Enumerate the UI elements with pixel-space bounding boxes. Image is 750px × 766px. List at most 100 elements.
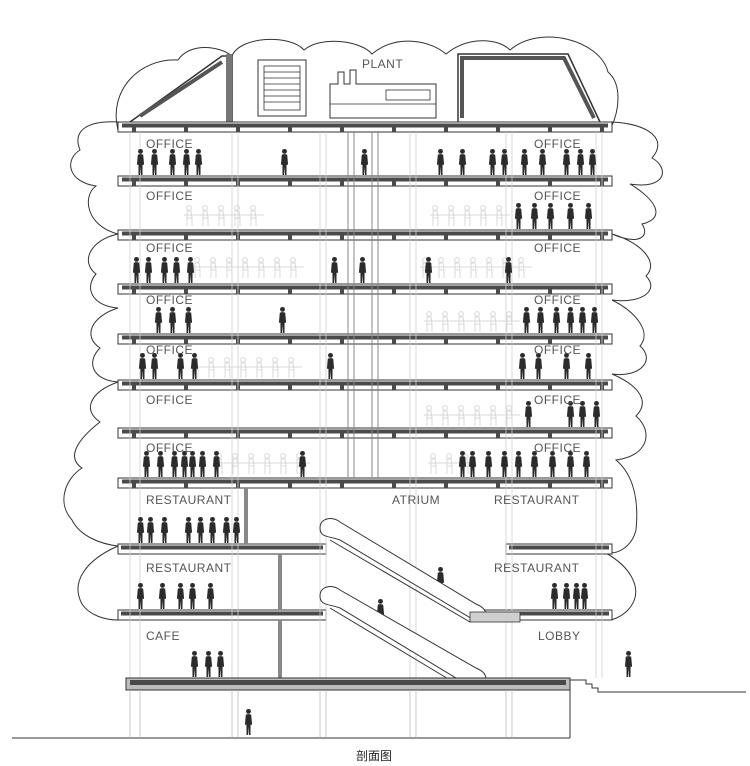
person-figure — [584, 352, 593, 380]
person-figure — [136, 148, 145, 176]
person-figure — [206, 582, 215, 610]
person-figure — [244, 708, 253, 736]
office-label: OFFICE — [534, 241, 581, 255]
person-figure — [500, 450, 509, 478]
person-figure — [168, 148, 177, 176]
office-label: OFFICE — [534, 343, 581, 357]
person-figure — [518, 352, 527, 380]
person-figure — [552, 306, 561, 334]
ground-level — [12, 677, 746, 739]
desk-figure — [494, 205, 510, 227]
desk-figure — [488, 405, 504, 427]
person-figure — [184, 306, 193, 334]
person-figure — [592, 400, 601, 428]
person-figure — [222, 516, 231, 544]
person-figure — [578, 306, 587, 334]
desk-figure — [238, 357, 254, 379]
person-figure — [484, 450, 493, 478]
person-figure — [182, 148, 191, 176]
person-figure — [190, 650, 199, 678]
person-figure — [150, 148, 159, 176]
desk-figure — [484, 257, 500, 279]
person-figure — [160, 516, 169, 544]
restaurant-label-upper-right: RESTAURANT — [494, 493, 580, 507]
desk-figure — [262, 453, 278, 475]
person-figure — [530, 202, 539, 230]
drawing-caption: 剖面图 — [356, 749, 392, 763]
person-figure — [524, 400, 533, 428]
desk-figure — [208, 257, 224, 279]
office-labels: OFFICE OFFICE OFFICE OFFICE OFFICE OFFICE OFFI… — [146, 137, 581, 455]
person-figure — [144, 256, 153, 284]
floor-slab — [117, 609, 327, 621]
office-label: OFFICE — [534, 393, 581, 407]
desk-figure — [488, 311, 504, 333]
person-figure — [436, 148, 445, 176]
person-figure — [194, 148, 203, 176]
desk-figure — [270, 357, 286, 379]
person-figure — [158, 582, 167, 610]
desk-figure — [516, 257, 532, 279]
desk-figure — [430, 205, 446, 227]
desk-figure — [232, 205, 248, 227]
person-figure — [562, 148, 571, 176]
floor-slab — [117, 175, 613, 187]
person-figure — [538, 148, 547, 176]
office-label: OFFICE — [146, 137, 193, 151]
person-figure — [330, 256, 339, 284]
roof-plant-area: PLANT — [129, 53, 601, 123]
desk-figure — [456, 311, 472, 333]
desk-figure — [240, 257, 256, 279]
person-figure — [500, 148, 509, 176]
office-label: OFFICE — [534, 441, 581, 455]
building-floors — [117, 121, 613, 678]
office-label: OFFICE — [146, 293, 193, 307]
person-figure — [576, 148, 585, 176]
person-figure — [488, 148, 497, 176]
person-figure — [280, 148, 289, 176]
restaurant-label-lower-left: RESTAURANT — [146, 561, 232, 575]
desk-figure — [440, 311, 456, 333]
person-figure — [154, 306, 163, 334]
escalator-upper — [319, 518, 521, 623]
person-figure — [562, 582, 571, 610]
desk-figure — [452, 257, 468, 279]
floor-slab — [117, 427, 613, 439]
person-figure — [168, 306, 177, 334]
desk-figure — [278, 453, 294, 475]
desk-figure — [248, 205, 264, 227]
facade-greenery-right — [603, 121, 663, 621]
person-figure — [184, 516, 193, 544]
desk-figure — [184, 205, 200, 227]
office-label: OFFICE — [534, 293, 581, 307]
plant-label: PLANT — [362, 57, 403, 71]
person-figure — [326, 352, 335, 380]
desk-figure — [468, 257, 484, 279]
desk-figure — [424, 311, 440, 333]
person-figure — [514, 202, 523, 230]
person-figure — [172, 256, 181, 284]
desk-figure — [286, 357, 302, 379]
floor-slab — [117, 477, 613, 489]
person-figure — [588, 148, 597, 176]
person-figure — [216, 650, 225, 678]
person-figure — [468, 450, 477, 478]
person-figure — [624, 650, 633, 678]
person-figure — [584, 202, 593, 230]
desk-figure — [428, 453, 444, 475]
escalator-lower — [319, 586, 487, 687]
desk-figure — [206, 357, 222, 379]
person-figure — [186, 256, 195, 284]
floor-slab — [117, 379, 613, 391]
person-figure — [132, 256, 141, 284]
desk-figure — [462, 205, 478, 227]
person-figure — [204, 650, 213, 678]
desk-figure — [216, 205, 232, 227]
person-figure — [590, 306, 599, 334]
structural-column — [244, 488, 248, 544]
desk-figure — [246, 453, 262, 475]
person-figure — [458, 148, 467, 176]
office-label: OFFICE — [146, 441, 193, 455]
roof-greenery-outline — [115, 36, 619, 131]
